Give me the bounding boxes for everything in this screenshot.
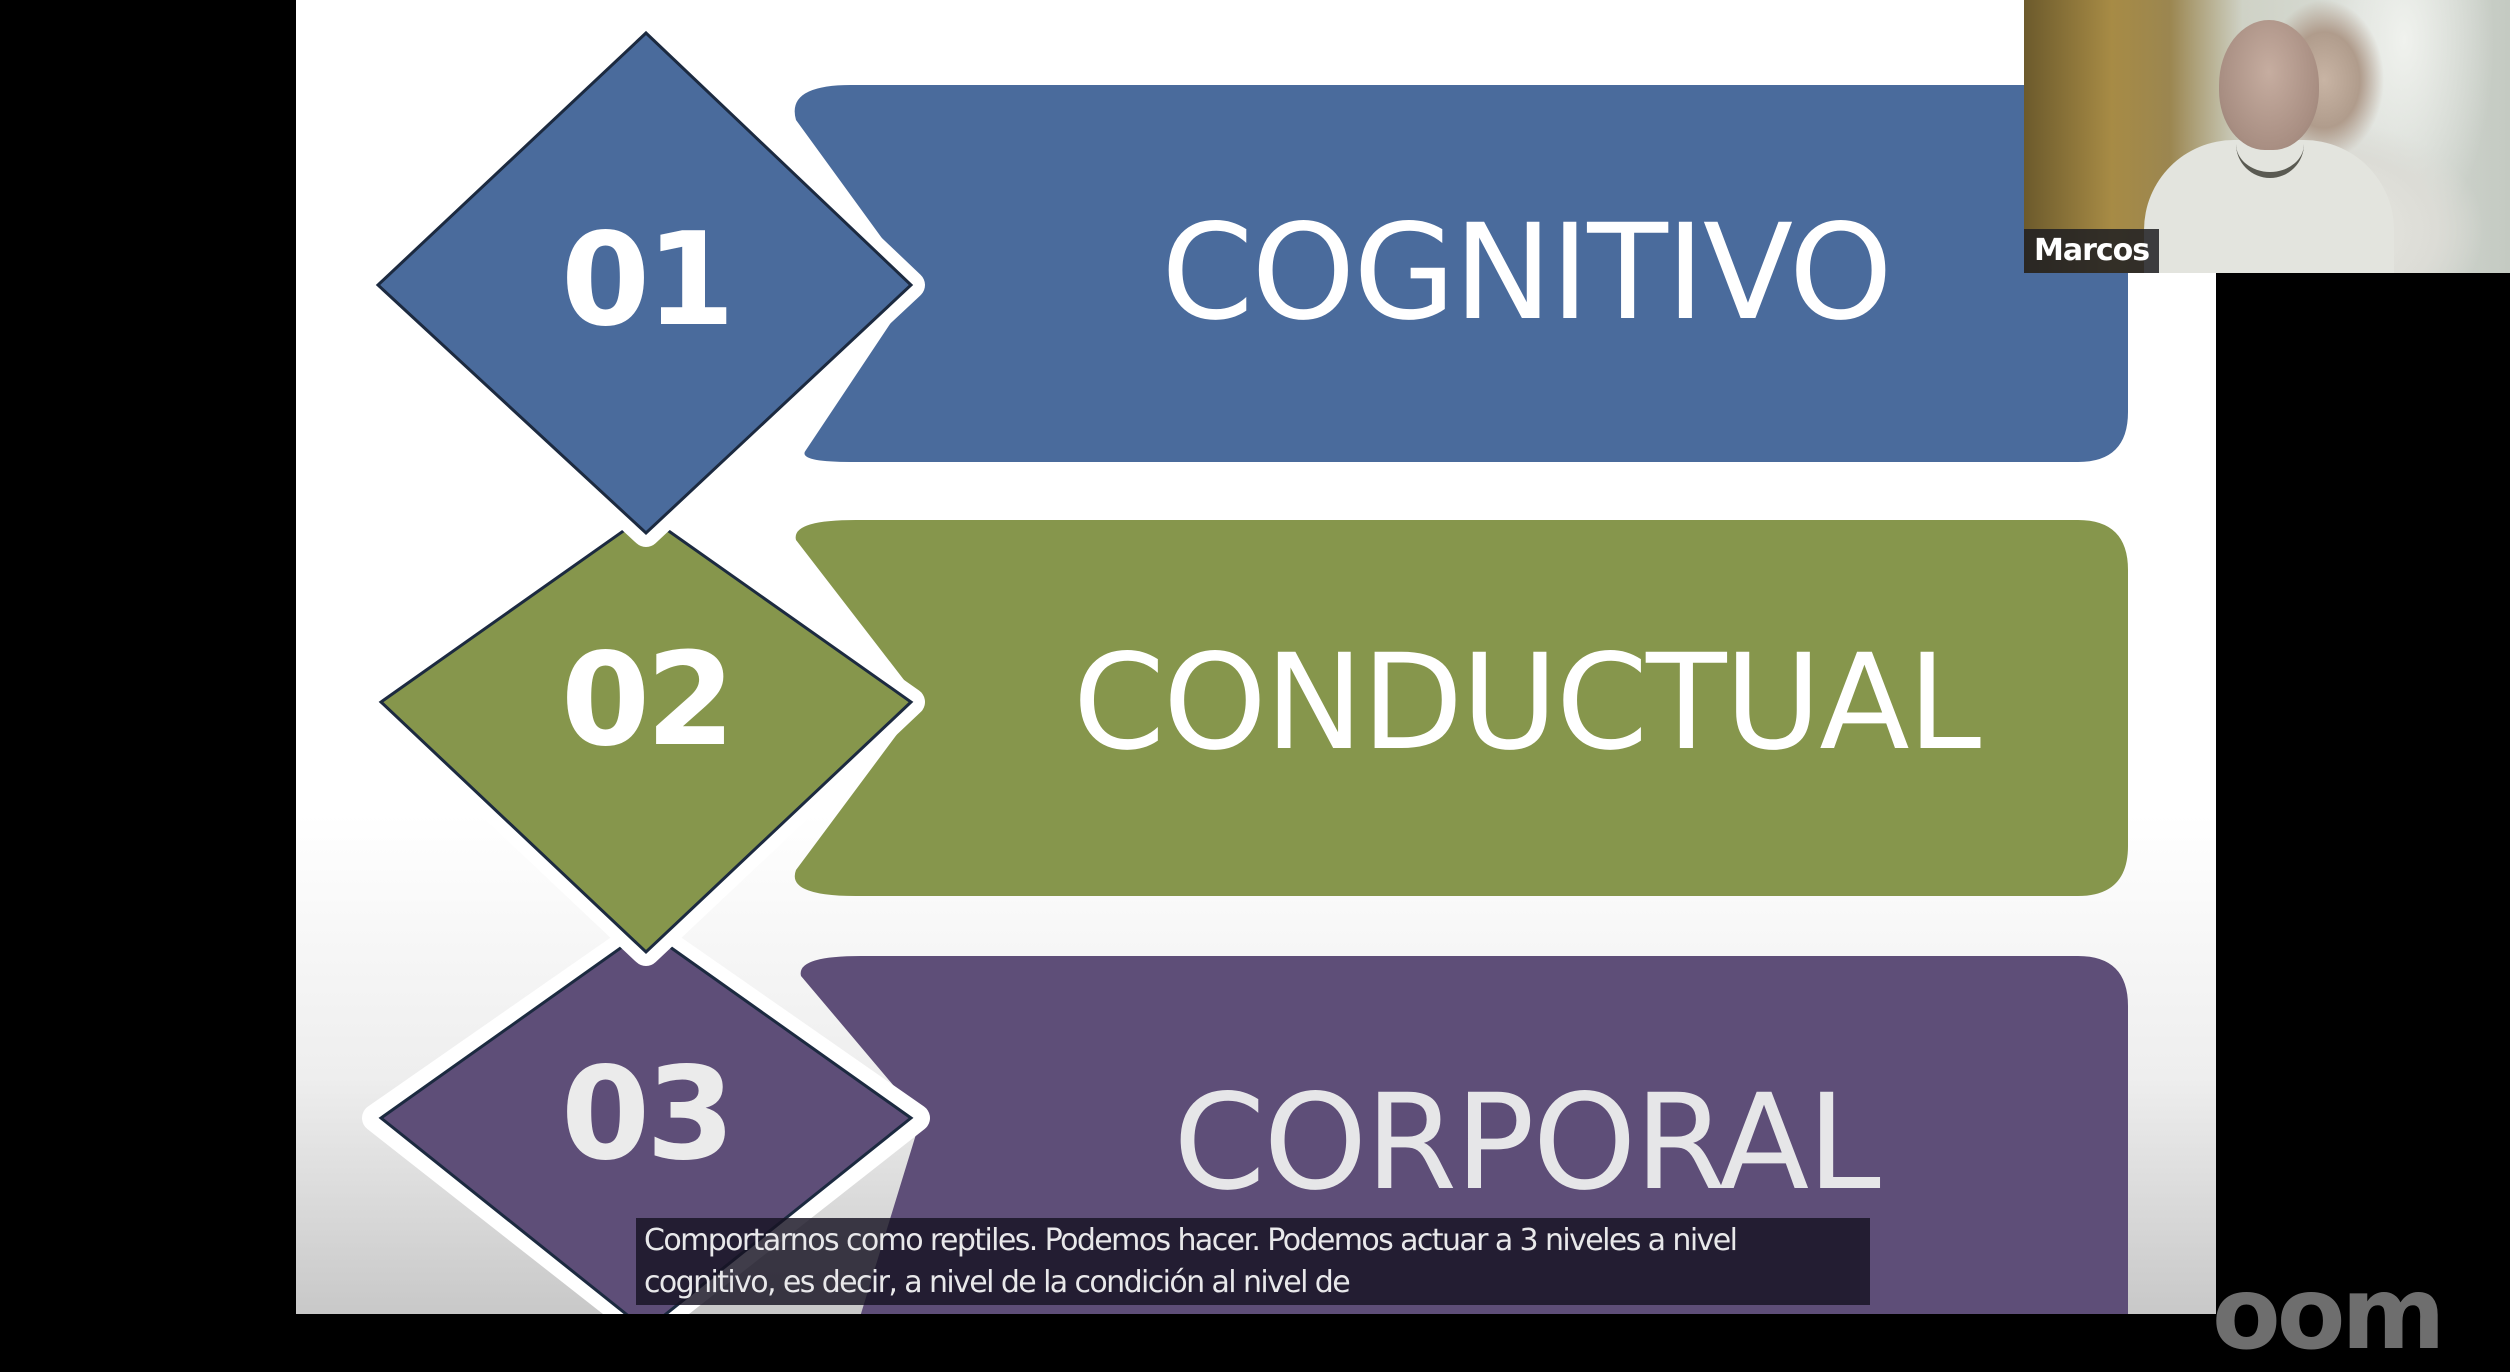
item-label-conductual: CONDUCTUAL bbox=[1072, 626, 1981, 780]
presentation-slide: 01 02 03 COGNITIVO CONDUCTUAL CORPORAL bbox=[296, 0, 2216, 1314]
diamond-02 bbox=[367, 501, 925, 966]
bar-conductual bbox=[794, 520, 2128, 896]
item-number-01: 01 bbox=[560, 206, 735, 355]
participant-head bbox=[2219, 20, 2319, 150]
item-number-03: 03 bbox=[560, 1040, 735, 1189]
caption-line-1: Comportarnos como reptiles. Podemos hace… bbox=[644, 1223, 1738, 1258]
item-label-corporal: CORPORAL bbox=[1173, 1066, 1881, 1220]
caption-line-2: cognitivo, es decir, a nivel de la condi… bbox=[644, 1265, 1351, 1300]
live-caption-box: Comportarnos como reptiles. Podemos hace… bbox=[636, 1218, 1870, 1305]
participant-video-tile[interactable]: Marcos bbox=[2024, 0, 2510, 273]
item-label-cognitivo: COGNITIVO bbox=[1161, 196, 1892, 350]
participant-collar bbox=[2236, 142, 2304, 178]
participant-name-tag: Marcos bbox=[2024, 229, 2160, 273]
item-number-02: 02 bbox=[560, 626, 735, 775]
diamond-01 bbox=[364, 19, 925, 547]
bar-cognitivo bbox=[794, 85, 2128, 462]
zoom-logo-watermark: oom bbox=[2212, 1255, 2446, 1372]
